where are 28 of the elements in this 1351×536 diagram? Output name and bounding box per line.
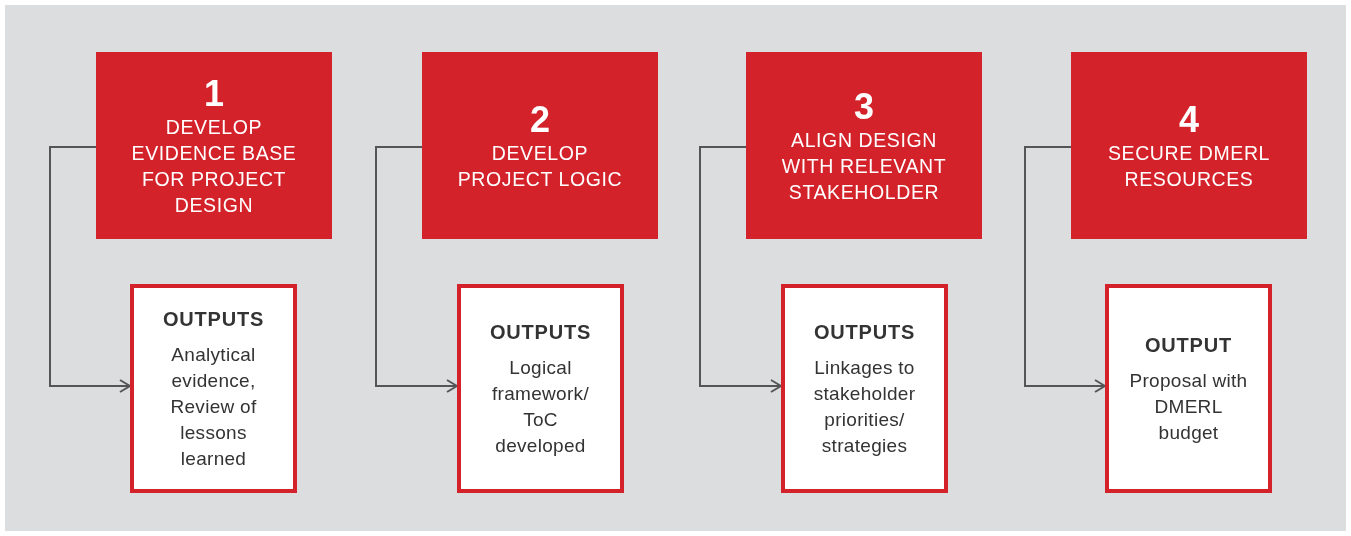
outputs-heading: OUTPUT — [1145, 332, 1232, 358]
output-box — [781, 284, 948, 493]
step-number: 1 — [204, 73, 224, 114]
outputs-text: Linkages to stakeholder priorities/ strategies — [812, 355, 917, 458]
step-title: DEVELOP EVIDENCE BASE FOR PROJECT DESIGN — [130, 114, 298, 218]
outputs-text: Logical framework/ ToC developed — [491, 355, 590, 458]
step-box — [96, 52, 332, 239]
step-box — [422, 52, 658, 239]
connector-arrow — [1024, 146, 1106, 393]
connector-arrow — [375, 146, 458, 393]
output-box — [1105, 284, 1272, 493]
step-box — [746, 52, 982, 239]
step-number: 2 — [530, 99, 550, 140]
outputs-heading: OUTPUTS — [162, 306, 265, 332]
step-number: 4 — [1179, 99, 1199, 140]
step-box — [1071, 52, 1307, 239]
outputs-text: Proposal with DMERL budget — [1128, 368, 1249, 445]
connector-arrow — [699, 146, 782, 393]
outputs-text: Analytical evidence, Review of lessons learned — [169, 342, 258, 471]
outputs-heading: OUTPUTS — [489, 319, 592, 345]
output-box — [457, 284, 624, 493]
step-title: SECURE DMERL RESOURCES — [1106, 140, 1272, 192]
step-number: 3 — [854, 86, 874, 127]
output-box — [130, 284, 297, 493]
outputs-heading: OUTPUTS — [813, 319, 916, 345]
step-title: ALIGN DESIGN WITH RELEVANT STAKEHOLDER — [780, 127, 948, 205]
step-title: DEVELOP PROJECT LOGIC — [456, 140, 624, 192]
connector-arrow — [49, 146, 131, 393]
